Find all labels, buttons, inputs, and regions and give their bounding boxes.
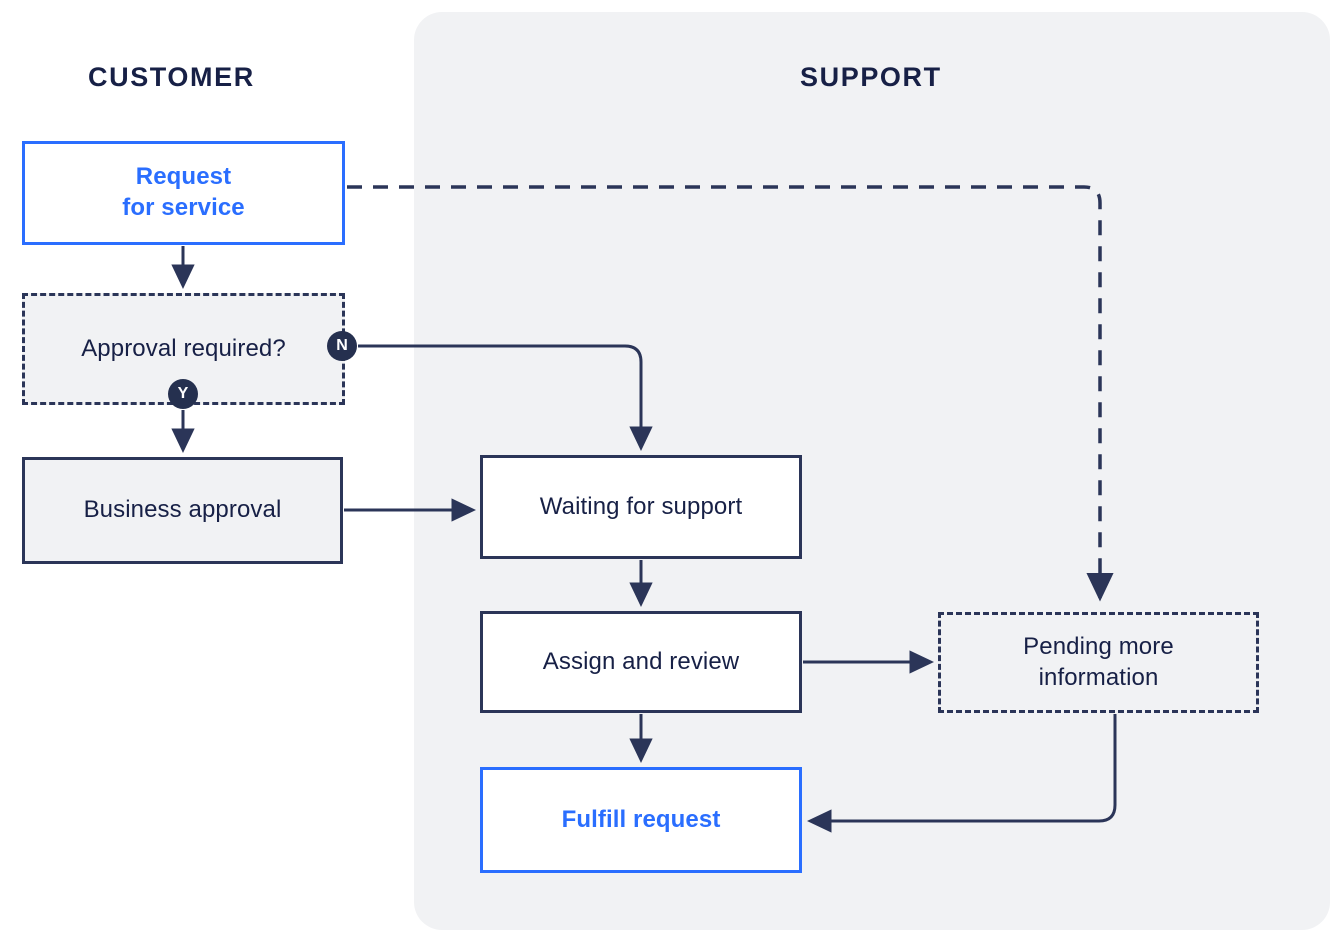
node-waiting-for-support[interactable]: Waiting for support — [480, 455, 802, 559]
lane-title-customer: CUSTOMER — [88, 62, 255, 92]
node-business-label: Business approval — [83, 496, 282, 524]
node-request-line2: for service — [122, 194, 245, 221]
node-assign-and-review[interactable]: Assign and review — [480, 611, 802, 713]
decision-badge-yes: Y — [168, 379, 198, 409]
node-pending-more-information[interactable]: Pending more information — [938, 612, 1259, 713]
node-assign-label: Assign and review — [542, 647, 740, 675]
node-approval-label: Approval required? — [81, 334, 286, 362]
lane-title-support: SUPPORT — [800, 62, 942, 92]
node-pending-line2: information — [1038, 663, 1159, 691]
node-fulfill-request[interactable]: Fulfill request — [480, 767, 802, 873]
node-fulfill-label: Fulfill request — [561, 805, 721, 833]
node-waiting-label: Waiting for support — [539, 492, 743, 520]
node-request-for-service[interactable]: Request for service — [22, 141, 345, 245]
decision-badge-no: N — [327, 331, 357, 361]
node-request-line1: Request — [135, 163, 232, 191]
node-business-approval[interactable]: Business approval — [22, 457, 343, 564]
node-pending-line1: Pending more — [1023, 632, 1174, 660]
